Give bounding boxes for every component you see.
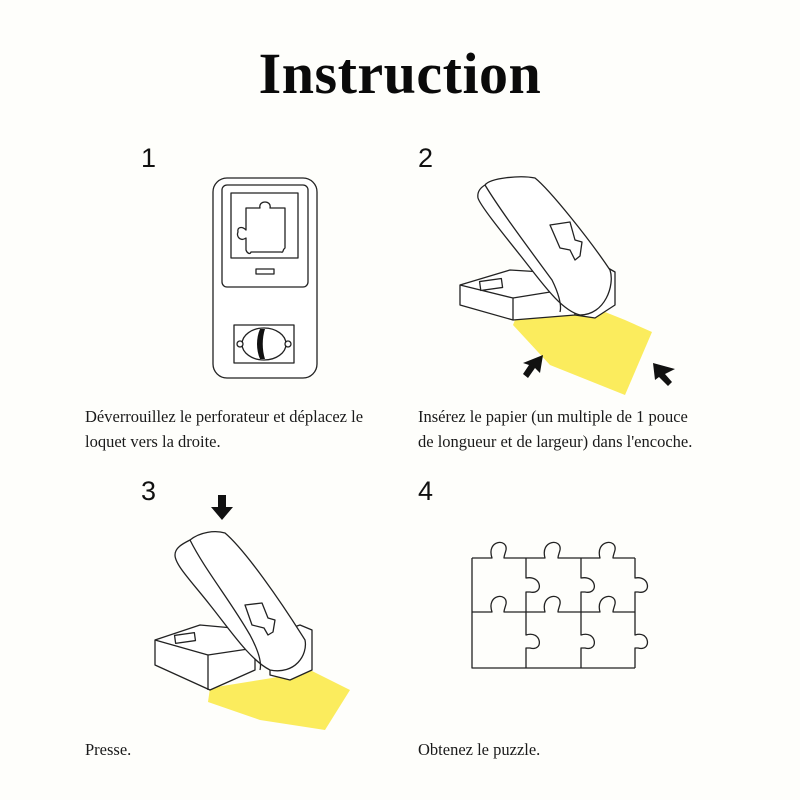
puncher-press-icon bbox=[154, 495, 350, 730]
puzzle-pieces-grid-icon bbox=[471, 541, 649, 669]
press-arrow-icon bbox=[211, 495, 233, 520]
step-1-caption: Déverrouillez le perforateur et déplacez… bbox=[85, 404, 363, 454]
step-1-number: 1 bbox=[141, 143, 157, 173]
step-1-caption-line-1: Déverrouillez le perforateur et déplacez… bbox=[85, 407, 364, 426]
puncher-inserting-paper-icon bbox=[459, 176, 675, 395]
step-2-caption: Insérez le papier (un multiple de 1 pouc… bbox=[418, 404, 692, 454]
step-4-number: 4 bbox=[418, 476, 434, 506]
step-2-caption-line-2: de longueur et de largeur) dans l'encoch… bbox=[418, 432, 693, 451]
step-2-number: 2 bbox=[418, 143, 434, 173]
step-2-caption-line-1: Insérez le papier (un multiple de 1 pouc… bbox=[418, 407, 688, 426]
puncher-top-view-with-lock-icon bbox=[212, 177, 318, 379]
step-4-caption: Obtenez le puzzle. bbox=[418, 740, 541, 759]
step-3-number: 3 bbox=[141, 476, 157, 506]
step-1-caption-line-2: loquet vers la droite. bbox=[85, 432, 221, 451]
step-3-caption: Presse. bbox=[85, 740, 132, 759]
page-title: Instruction bbox=[258, 41, 542, 106]
